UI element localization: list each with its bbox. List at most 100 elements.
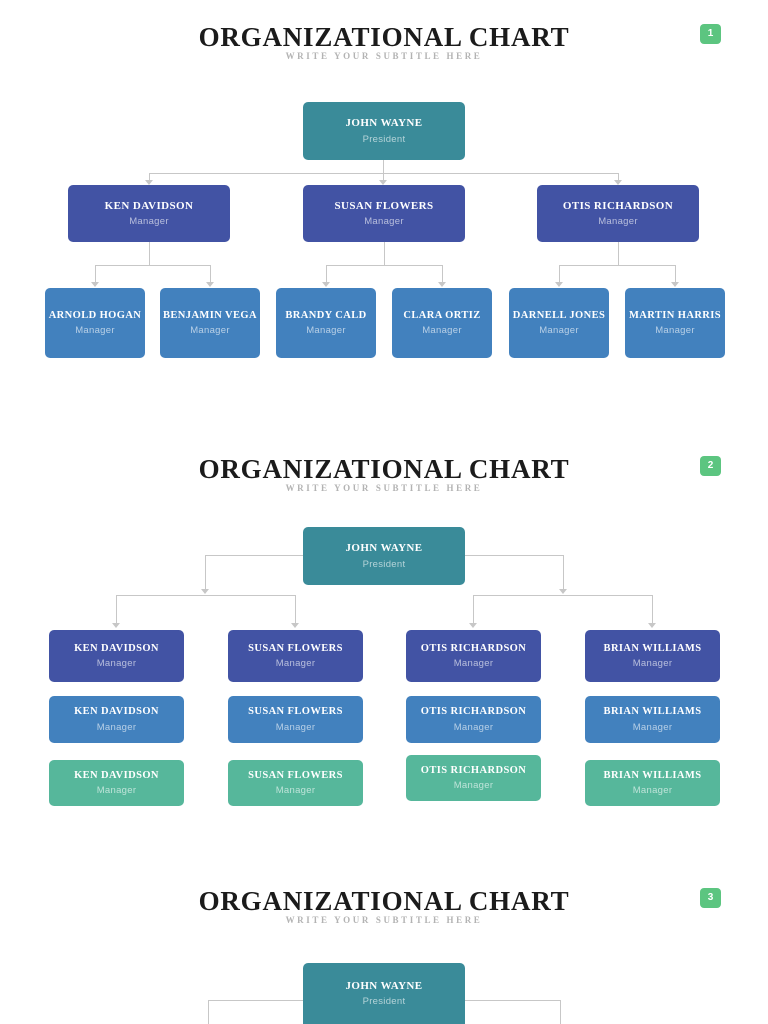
node-role: Manager <box>306 325 346 337</box>
connector-line <box>473 595 652 596</box>
org-node-manager: BRIAN WILLIAMS Manager <box>585 696 720 743</box>
connector-line <box>563 555 564 590</box>
org-node-manager: KEN DAVIDSON Manager <box>49 696 184 743</box>
node-name: SUSAN FLOWERS <box>248 706 343 718</box>
org-node-manager: SUSAN FLOWERS Manager <box>228 760 363 806</box>
connector-line <box>95 265 96 282</box>
org-node-president: JOHN WAYNE President <box>303 963 465 1024</box>
connector-arrow <box>291 623 299 628</box>
connector-line <box>465 555 563 556</box>
node-role: Manager <box>453 721 494 733</box>
connector-line <box>559 265 560 282</box>
node-role: Manager <box>75 325 115 337</box>
connector-line <box>383 173 384 180</box>
connector-line <box>149 173 150 180</box>
slide-number-badge: 1 <box>700 24 721 44</box>
org-node-manager: OTIS RICHARDSON Manager <box>406 755 541 801</box>
slide-number-badge: 3 <box>700 888 721 908</box>
node-role: Manager <box>598 216 638 228</box>
node-role: Manager <box>96 658 137 670</box>
connector-arrow <box>379 180 387 185</box>
node-name: KEN DAVIDSON <box>74 706 159 718</box>
connector-arrow <box>648 623 656 628</box>
org-node-manager: SUSAN FLOWERS Manager <box>228 696 363 743</box>
node-role: Manager <box>129 216 169 228</box>
node-name: MARTIN HARRIS <box>628 309 722 321</box>
page-title: ORGANIZATIONAL CHART <box>198 22 570 52</box>
connector-arrow <box>91 282 99 287</box>
node-role: Manager <box>190 325 230 337</box>
org-node-president: JOHN WAYNE President <box>303 102 465 160</box>
connector-line <box>675 265 676 282</box>
org-node-manager: OTIS RICHARDSON Manager <box>406 630 541 682</box>
node-name: SUSAN FLOWERS <box>248 642 343 654</box>
org-node-manager: SUSAN FLOWERS Manager <box>303 185 465 242</box>
connector-line <box>210 265 211 282</box>
node-name: SUSAN FLOWERS <box>334 199 434 212</box>
connector-line <box>326 265 442 266</box>
org-node-staff: ARNOLD HOGAN Manager <box>45 288 145 358</box>
connector-arrow <box>145 180 153 185</box>
org-node-manager: OTIS RICHARDSON Manager <box>537 185 699 242</box>
connector-line <box>95 265 210 266</box>
connector-arrow <box>322 282 330 287</box>
node-role: President <box>362 133 406 145</box>
connector-line <box>383 160 384 173</box>
connector-arrow <box>555 282 563 287</box>
org-node-staff: CLARA ORTIZ Manager <box>392 288 492 358</box>
connector-line <box>384 242 385 265</box>
connector-arrow <box>469 623 477 628</box>
connector-line <box>149 242 150 265</box>
connector-line <box>208 1000 303 1001</box>
node-role: Manager <box>275 721 316 733</box>
node-name: BRIAN WILLIAMS <box>603 706 702 718</box>
node-name: BRIAN WILLIAMS <box>603 642 702 654</box>
connector-line <box>295 595 296 623</box>
node-name: OTIS RICHARDSON <box>562 199 674 212</box>
org-node-manager: KEN DAVIDSON Manager <box>49 630 184 682</box>
org-node-staff: BENJAMIN VEGA Manager <box>160 288 260 358</box>
node-name: JOHN WAYNE <box>345 979 423 992</box>
connector-line <box>205 555 303 556</box>
org-node-president: JOHN WAYNE President <box>303 527 465 585</box>
node-name: KEN DAVIDSON <box>104 199 194 212</box>
page-title: ORGANIZATIONAL CHART <box>198 886 570 916</box>
connector-line <box>465 1000 560 1001</box>
connector-arrow <box>201 589 209 594</box>
node-role: Manager <box>275 658 316 670</box>
connector-line <box>560 1000 561 1024</box>
node-role: Manager <box>632 785 673 797</box>
connector-line <box>618 173 619 180</box>
connector-line <box>618 242 619 265</box>
org-node-staff: BRANDY CALD Manager <box>276 288 376 358</box>
connector-arrow <box>438 282 446 287</box>
connector-line <box>559 265 675 266</box>
org-node-manager: SUSAN FLOWERS Manager <box>228 630 363 682</box>
node-name: BRANDY CALD <box>285 309 367 321</box>
slide-number-badge: 2 <box>700 456 721 476</box>
org-node-manager: BRIAN WILLIAMS Manager <box>585 760 720 806</box>
connector-line <box>326 265 327 282</box>
page-subtitle: WRITE YOUR SUBTITLE HERE <box>285 915 483 925</box>
node-role: Manager <box>364 216 404 228</box>
node-role: President <box>362 558 406 570</box>
node-role: Manager <box>632 658 673 670</box>
node-role: Manager <box>453 658 494 670</box>
connector-arrow <box>614 180 622 185</box>
connector-line <box>442 265 443 282</box>
org-node-manager: BRIAN WILLIAMS Manager <box>585 630 720 682</box>
node-name: DARNELL JONES <box>512 309 606 321</box>
connector-line <box>473 595 474 623</box>
node-name: JOHN WAYNE <box>345 542 423 555</box>
node-role: President <box>362 996 406 1008</box>
org-node-manager: OTIS RICHARDSON Manager <box>406 696 541 743</box>
connector-line <box>149 173 619 174</box>
node-role: Manager <box>275 785 316 797</box>
node-role: Manager <box>539 325 579 337</box>
node-role: Manager <box>96 785 137 797</box>
node-name: ARNOLD HOGAN <box>48 309 142 321</box>
connector-arrow <box>559 589 567 594</box>
page-title: ORGANIZATIONAL CHART <box>198 454 570 484</box>
connector-line <box>652 595 653 623</box>
